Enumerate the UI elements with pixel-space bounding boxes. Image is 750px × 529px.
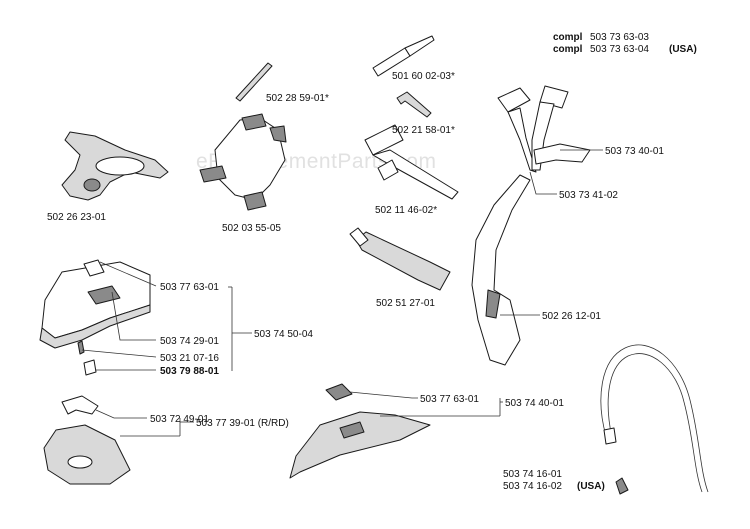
label-502-21-58-01[interactable]: 502 21 58-01* bbox=[392, 125, 455, 136]
label-compl-prefix-2[interactable]: compl bbox=[553, 44, 583, 55]
part-shoulder-strap-503-74-16-01[interactable] bbox=[600, 344, 709, 495]
label-503-77-39-01[interactable]: 503 77 39-01 (R/RD) bbox=[196, 418, 289, 429]
part-hip-pad-502-26-12-01[interactable] bbox=[471, 174, 531, 366]
part-trimmer-head-502-03-55-05[interactable] bbox=[199, 113, 287, 211]
part-plate-503-77-63-01-lower[interactable] bbox=[325, 383, 353, 401]
part-guard-503-74-40-01[interactable] bbox=[289, 411, 431, 479]
leader-503-77-63-01-a bbox=[99, 261, 157, 287]
part-bracket-503-72-49-01[interactable] bbox=[61, 395, 99, 415]
leader-503-72-49-01 bbox=[95, 409, 147, 419]
label-503-74-29-01[interactable]: 503 74 29-01 bbox=[160, 336, 219, 347]
label-503-74-16-01[interactable]: 503 74 16-01 bbox=[503, 469, 562, 480]
label-502-26-23-01[interactable]: 502 26 23-01 bbox=[47, 212, 106, 223]
leader-503-77-63-01-b bbox=[349, 391, 418, 399]
part-hex-key-502-21-58-01[interactable] bbox=[396, 91, 432, 118]
part-grease-tube-502-51-27-01[interactable] bbox=[349, 227, 451, 291]
part-spanner-502-11-46-02[interactable] bbox=[364, 124, 459, 200]
leader-503-73-41-02 bbox=[529, 171, 557, 195]
part-clip-503-79-88-01[interactable] bbox=[83, 359, 97, 376]
label-501-60-02-03[interactable]: 501 60 02-03* bbox=[392, 71, 455, 82]
label-compl-503-73-63-03[interactable]: 503 73 63-03 bbox=[590, 32, 649, 43]
label-503-77-63-01-a[interactable]: 503 77 63-01 bbox=[160, 282, 219, 293]
label-503-77-63-01-b[interactable]: 503 77 63-01 bbox=[420, 394, 479, 405]
label-503-74-50-04[interactable]: 503 74 50-04 bbox=[254, 329, 313, 340]
label-503-74-16-02[interactable]: 503 74 16-02 bbox=[503, 481, 562, 492]
part-rod-502-28-59-01[interactable] bbox=[235, 62, 273, 102]
label-503-72-49-01[interactable]: 503 72 49-01 bbox=[150, 414, 209, 425]
part-support-plate-502-26-23-01[interactable] bbox=[61, 131, 169, 201]
leader-503-74-29-01 bbox=[111, 291, 156, 341]
label-compl-503-73-63-04[interactable]: 503 73 63-04 bbox=[590, 44, 649, 55]
part-guard-503-77-39-01[interactable] bbox=[43, 424, 131, 485]
label-502-28-59-01[interactable]: 502 28 59-01* bbox=[266, 93, 329, 104]
label-503-73-41-02[interactable]: 503 73 41-02 bbox=[559, 190, 618, 201]
label-503-74-40-01[interactable]: 503 74 40-01 bbox=[505, 398, 564, 409]
label-502-03-55-05[interactable]: 502 03 55-05 bbox=[222, 223, 281, 234]
label-compl-prefix-1[interactable]: compl bbox=[553, 32, 583, 43]
part-pin-501-60-02-03[interactable] bbox=[372, 35, 435, 77]
label-503-73-40-01[interactable]: 503 73 40-01 bbox=[605, 146, 664, 157]
label-502-11-46-02[interactable]: 502 11 46-02* bbox=[375, 205, 437, 216]
label-503-21-07-16[interactable]: 503 21 07-16 bbox=[160, 353, 219, 364]
leader-503-21-07-16 bbox=[81, 349, 157, 358]
label-502-51-27-01[interactable]: 502 51 27-01 bbox=[376, 298, 435, 309]
part-screw-503-21-07-16[interactable] bbox=[77, 340, 85, 355]
label-503-74-16-02-usa[interactable]: (USA) bbox=[577, 481, 605, 492]
label-compl-usa[interactable]: (USA) bbox=[669, 44, 697, 55]
part-guard-503-74-50-04[interactable] bbox=[39, 259, 151, 349]
label-503-79-88-01[interactable]: 503 79 88-01 bbox=[160, 366, 219, 377]
part-harness-503-73-40-01[interactable] bbox=[497, 85, 591, 173]
label-502-26-12-01[interactable]: 502 26 12-01 bbox=[542, 311, 601, 322]
